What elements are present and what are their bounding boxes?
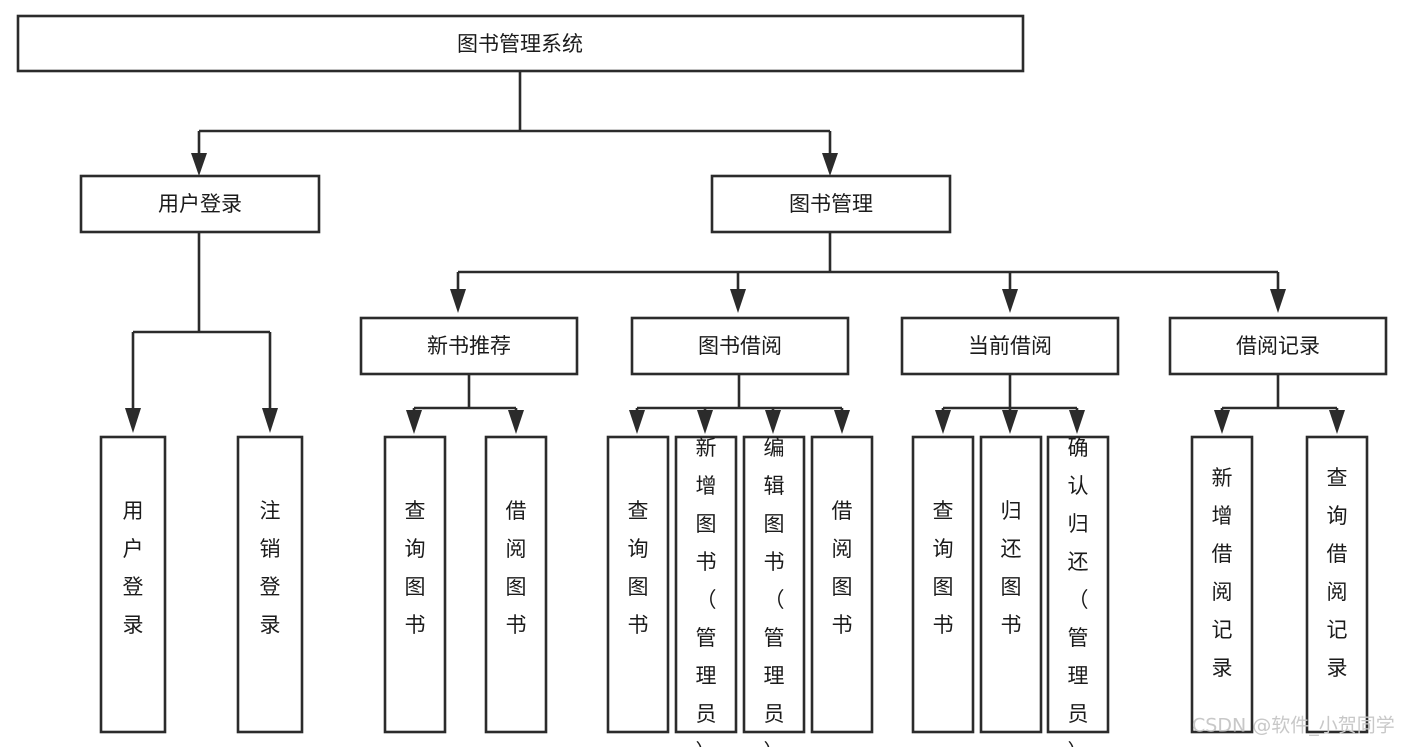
- node-box[interactable]: [900, 316, 1120, 376]
- node-label: 新增图书（管理员）: [696, 436, 717, 747]
- arrow-head-icon: [125, 408, 141, 433]
- node-box[interactable]: [99, 435, 167, 734]
- node-label: 新增借阅记录: [1212, 466, 1233, 680]
- node-label: 图书管理: [789, 192, 873, 216]
- arrow-head-icon: [1002, 289, 1018, 313]
- arrow-head-icon: [1270, 289, 1286, 313]
- node-label: 查询图书: [933, 499, 954, 637]
- node-label: 查询借阅记录: [1327, 466, 1348, 680]
- node-book-management[interactable]: 图书管理: [710, 174, 952, 234]
- node-label: 借阅图书: [506, 499, 527, 637]
- node-leaf-edit-book[interactable]: 编辑图书（管理员）: [742, 435, 806, 747]
- arrow-head-icon: [1002, 410, 1018, 434]
- node-label: 用户登录: [123, 499, 144, 637]
- arrow-head-icon: [629, 410, 645, 434]
- node-box[interactable]: [1190, 435, 1254, 734]
- node-label: 用户登录: [158, 192, 242, 216]
- node-box[interactable]: [911, 435, 975, 734]
- arrow-head-icon: [1214, 410, 1230, 434]
- connector-userlogin-to-leaves: [125, 232, 278, 433]
- node-label: 图书管理系统: [457, 32, 583, 56]
- node-box[interactable]: [710, 174, 952, 234]
- node-label: 借阅记录: [1236, 334, 1320, 358]
- node-book-borrow[interactable]: 图书借阅: [630, 316, 850, 376]
- node-box[interactable]: [1305, 435, 1369, 734]
- node-box[interactable]: [606, 435, 670, 734]
- connector-borrowrecord-to-leaves: [1214, 374, 1345, 434]
- node-box[interactable]: [79, 174, 321, 234]
- node-box[interactable]: [810, 435, 874, 734]
- node-leaf-borrow-book-2[interactable]: 借阅图书: [810, 435, 874, 734]
- node-leaf-user-logout[interactable]: 注销登录: [236, 435, 304, 734]
- node-leaf-query-record[interactable]: 查询借阅记录: [1305, 435, 1369, 734]
- node-borrow-record[interactable]: 借阅记录: [1168, 316, 1388, 376]
- node-label: 归还图书: [1001, 499, 1022, 637]
- node-leaf-add-book[interactable]: 新增图书（管理员）: [674, 435, 738, 747]
- node-label: 确认归还（管理员）: [1068, 436, 1089, 747]
- arrow-head-icon: [935, 410, 951, 434]
- arrow-head-icon: [697, 410, 713, 434]
- arrow-head-icon: [191, 153, 207, 176]
- node-leaf-confirm-return[interactable]: 确认归还（管理员）: [1046, 435, 1110, 747]
- node-leaf-add-record[interactable]: 新增借阅记录: [1190, 435, 1254, 734]
- arrow-head-icon: [834, 410, 850, 434]
- arrow-head-icon: [406, 410, 422, 434]
- arrow-head-icon: [1069, 410, 1085, 434]
- node-box[interactable]: [359, 316, 579, 376]
- node-label: 借阅图书: [832, 499, 853, 637]
- connector-bookborrow-to-leaves: [629, 374, 850, 434]
- node-label: 查询图书: [628, 499, 649, 637]
- node-label: 查询图书: [405, 499, 426, 637]
- arrow-head-icon: [508, 410, 524, 434]
- connector-newbook-to-leaves: [406, 374, 524, 434]
- node-user-login[interactable]: 用户登录: [79, 174, 321, 234]
- csdn-watermark: CSDN @软件_小贺同学: [1192, 715, 1395, 737]
- arrow-head-icon: [1329, 410, 1345, 434]
- node-box[interactable]: [742, 435, 806, 734]
- node-box[interactable]: [979, 435, 1043, 734]
- connector-root-to-level1: [191, 71, 838, 176]
- connector-currentborrow-to-leaves: [935, 374, 1085, 434]
- node-leaf-return-book[interactable]: 归还图书: [979, 435, 1043, 734]
- node-box[interactable]: [1168, 316, 1388, 376]
- node-box[interactable]: [16, 14, 1025, 73]
- node-new-book-recommend[interactable]: 新书推荐: [359, 316, 579, 376]
- node-box[interactable]: [383, 435, 447, 734]
- node-leaf-query-book-3[interactable]: 查询图书: [911, 435, 975, 734]
- node-label: 编辑图书（管理员）: [764, 436, 785, 747]
- arrow-head-icon: [450, 289, 466, 313]
- connector-bookmgmt-to-level2: [450, 232, 1286, 313]
- node-leaf-borrow-book-1[interactable]: 借阅图书: [484, 435, 548, 734]
- node-box[interactable]: [1046, 435, 1110, 734]
- arrow-head-icon: [765, 410, 781, 434]
- node-leaf-query-book-2[interactable]: 查询图书: [606, 435, 670, 734]
- node-label: 当前借阅: [968, 334, 1052, 358]
- node-leaf-user-login[interactable]: 用户登录: [99, 435, 167, 734]
- node-box[interactable]: [630, 316, 850, 376]
- node-root[interactable]: 图书管理系统: [16, 14, 1025, 73]
- node-label: 图书借阅: [698, 334, 782, 358]
- node-current-borrow[interactable]: 当前借阅: [900, 316, 1120, 376]
- node-box[interactable]: [484, 435, 548, 734]
- node-box[interactable]: [236, 435, 304, 734]
- arrow-head-icon: [730, 289, 746, 313]
- node-leaf-query-book-1[interactable]: 查询图书: [383, 435, 447, 734]
- node-box[interactable]: [674, 435, 738, 734]
- arrow-head-icon: [262, 408, 278, 433]
- node-label: 新书推荐: [427, 334, 511, 358]
- arrow-head-icon: [822, 153, 838, 176]
- node-label: 注销登录: [260, 499, 281, 637]
